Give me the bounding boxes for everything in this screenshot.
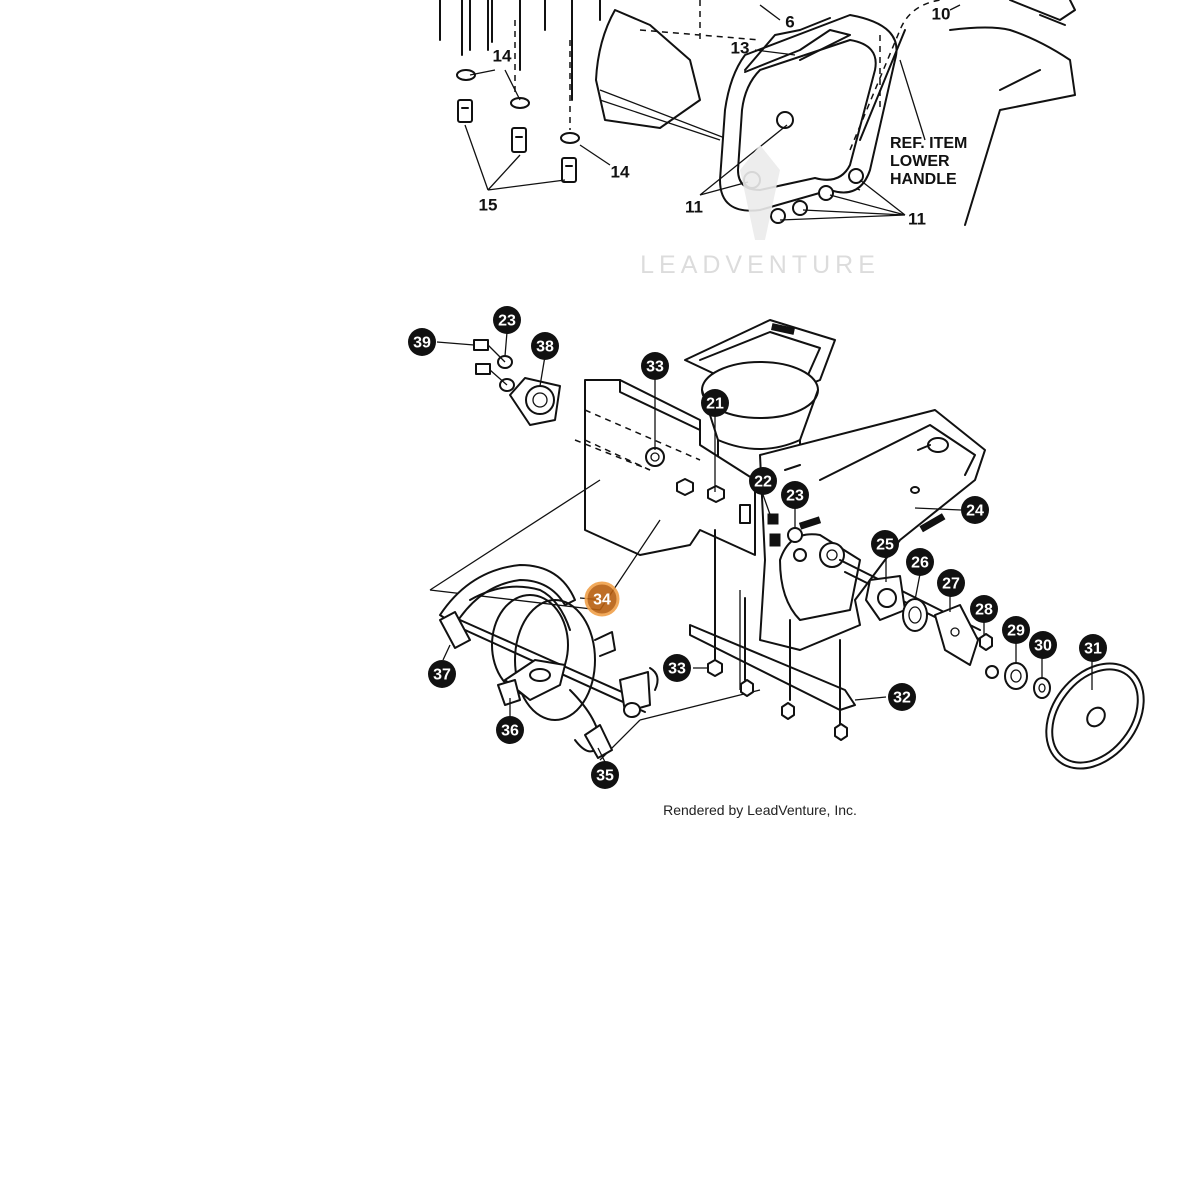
top-label-14: 14: [611, 163, 630, 182]
svg-text:25: 25: [876, 537, 894, 554]
svg-text:33: 33: [668, 661, 686, 678]
svg-text:38: 38: [536, 339, 554, 356]
svg-text:22: 22: [754, 474, 772, 491]
callout-21[interactable]: 21: [701, 389, 729, 417]
svg-text:33: 33: [646, 359, 664, 376]
svg-text:29: 29: [1007, 623, 1025, 640]
svg-text:31: 31: [1084, 641, 1102, 658]
callout-24[interactable]: 24: [961, 496, 989, 524]
credit-text: Rendered by LeadVenture, Inc.: [663, 802, 857, 818]
callout-27[interactable]: 27: [937, 569, 965, 597]
top-label-14: 14: [493, 47, 512, 66]
svg-text:32: 32: [893, 690, 911, 707]
callout-33[interactable]: 33: [641, 352, 669, 380]
top-label-10: 10: [932, 5, 951, 24]
callout-29[interactable]: 29: [1002, 616, 1030, 644]
top-label-13: 13: [731, 39, 750, 58]
callout-35[interactable]: 35: [591, 761, 619, 789]
svg-text:23: 23: [498, 313, 516, 330]
callout-26[interactable]: 26: [906, 548, 934, 576]
callout-23[interactable]: 23: [781, 481, 809, 509]
svg-text:28: 28: [975, 602, 993, 619]
callout-25[interactable]: 25: [871, 530, 899, 558]
top-label-15: 15: [479, 196, 498, 215]
top-label-group: 6 10 13 14 14 15 11 11: [479, 5, 951, 229]
callout-23[interactable]: 23: [493, 306, 521, 334]
svg-text:26: 26: [911, 555, 929, 572]
watermark-logo-icon: [740, 145, 780, 240]
callout-39[interactable]: 39: [408, 328, 436, 356]
svg-text:27: 27: [942, 576, 960, 593]
svg-text:35: 35: [596, 768, 614, 785]
ref-note-line2: LOWER: [890, 153, 950, 170]
svg-text:39: 39: [413, 335, 431, 352]
ref-item-note: REF. ITEM LOWER HANDLE: [890, 135, 967, 188]
auger-housing-assembly: [429, 319, 1145, 770]
svg-text:36: 36: [501, 723, 519, 740]
ref-note-line1: REF. ITEM: [890, 135, 967, 152]
callout-36[interactable]: 36: [496, 716, 524, 744]
callout-34-selected[interactable]: 34: [584, 581, 620, 617]
callout-33[interactable]: 33: [663, 654, 691, 682]
svg-text:34: 34: [593, 592, 611, 609]
watermark-text: LEADVENTURE: [640, 251, 880, 279]
callout-22[interactable]: 22: [749, 467, 777, 495]
svg-text:30: 30: [1034, 638, 1052, 655]
callout-37[interactable]: 37: [428, 660, 456, 688]
svg-text:24: 24: [966, 503, 984, 520]
callout-31[interactable]: 31: [1079, 634, 1107, 662]
top-label-6: 6: [785, 13, 794, 32]
auger-assembly: [439, 564, 659, 759]
top-label-11: 11: [908, 210, 926, 229]
ref-note-line3: HANDLE: [890, 171, 957, 188]
top-label-11: 11: [685, 198, 703, 217]
callout-group: 39 23 38 33 21 22 23 24 25 26 27 28 29 3…: [408, 306, 1107, 789]
svg-text:37: 37: [433, 667, 451, 684]
svg-text:23: 23: [786, 488, 804, 505]
callout-38[interactable]: 38: [531, 332, 559, 360]
svg-text:21: 21: [706, 396, 724, 413]
callout-32[interactable]: 32: [888, 683, 916, 711]
watermark-group: LEADVENTURE: [640, 145, 880, 279]
callout-28[interactable]: 28: [970, 595, 998, 623]
callout-30[interactable]: 30: [1029, 631, 1057, 659]
